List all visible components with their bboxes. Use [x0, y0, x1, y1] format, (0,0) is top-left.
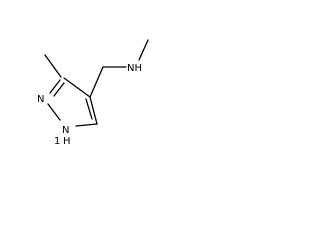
bond-c4-c3 [63, 77, 91, 98]
ring-nh-h-label: H [63, 136, 71, 145]
bond-n1-c5 [75, 123, 98, 127]
bond-c3-n2-double [53, 82, 65, 97]
bond-layer [44, 39, 149, 127]
chemical-structure: NH N N H 1 [37, 39, 149, 145]
ring-nh-locant-label: 1 [54, 136, 60, 145]
bond-n2-n1 [47, 103, 61, 121]
ring-n-label: N [37, 94, 44, 105]
bond-c5-c4 [89, 96, 98, 125]
bond-c5-c4-double [85, 98, 93, 120]
amine-nh-label: NH [127, 63, 142, 74]
ring-nh-n-label: N [62, 125, 69, 136]
bond-c3-methyl [44, 54, 62, 78]
bond-c3-n2 [49, 79, 61, 94]
bond-c4-ch2 [89, 66, 104, 98]
bond-nh-methyl [138, 39, 149, 61]
atom-label-layer: NH N N H 1 [37, 63, 142, 145]
